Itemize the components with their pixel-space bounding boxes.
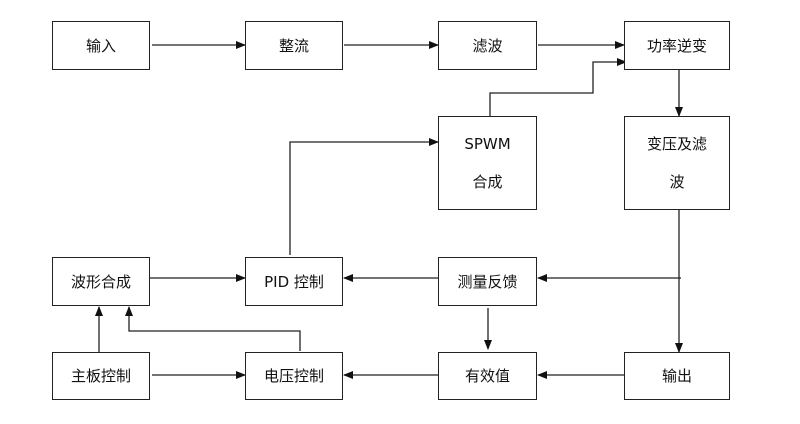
node-label: 波形合成 — [70, 272, 131, 291]
node-label: 滤波 — [472, 36, 503, 55]
node-pid: PID 控制 — [245, 257, 343, 306]
node-waveform: 波形合成 — [52, 257, 150, 306]
node-spwm: SPWM 合成 — [438, 116, 537, 210]
node-filter: 滤波 — [438, 21, 537, 70]
node-rectify: 整流 — [245, 21, 343, 70]
arrow-pid-to-spwm — [289, 138, 439, 255]
arrow-voltage-to-waveform — [125, 306, 301, 351]
node-feedback: 测量反馈 — [438, 257, 537, 306]
node-label-line1: 变压及滤 — [646, 135, 707, 153]
node-label: 整流 — [278, 36, 309, 55]
node-mainboard: 主板控制 — [52, 352, 150, 400]
node-voltage: 电压控制 — [245, 352, 343, 400]
node-label: 测量反馈 — [457, 272, 518, 291]
node-label: 有效值 — [464, 367, 510, 385]
node-label: PID 控制 — [264, 272, 324, 291]
arrow-spwm-to-inverter — [489, 58, 627, 116]
node-transformer-filter: 变压及滤 波 — [624, 116, 730, 210]
node-output: 输出 — [624, 352, 730, 400]
node-label-line2: 波 — [669, 173, 685, 191]
node-label: 电压控制 — [263, 367, 324, 385]
node-label: 输入 — [85, 36, 116, 55]
node-label: 功率逆变 — [646, 36, 707, 55]
node-label-line2: 合成 — [472, 173, 503, 191]
node-inverter: 功率逆变 — [624, 21, 730, 70]
node-input: 输入 — [52, 21, 150, 70]
node-label-line1: SPWM — [464, 135, 511, 153]
node-label: 输出 — [661, 367, 692, 385]
node-rms: 有效值 — [438, 352, 537, 400]
node-label: 主板控制 — [70, 367, 131, 385]
